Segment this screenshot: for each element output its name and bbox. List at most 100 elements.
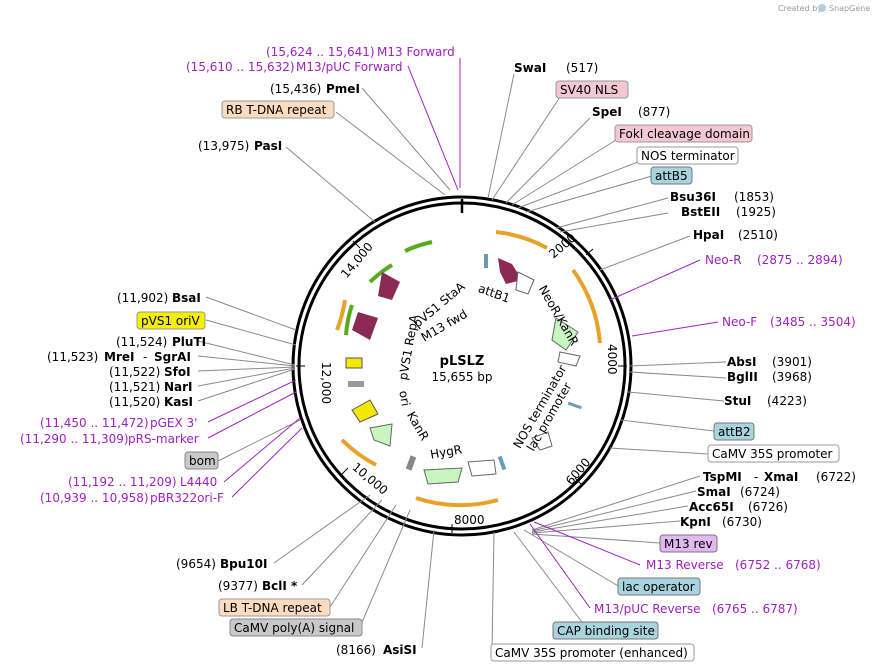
primer-leader-line (609, 259, 701, 301)
label-bcli[interactable]: BclI * (262, 579, 298, 593)
leader-line (335, 111, 446, 196)
label-m13-forward-pos: (15,624 .. 15,641) (266, 45, 375, 59)
label-neo-f-pos: (3485 .. 3504) (770, 315, 856, 329)
inner-label-ori: ori (396, 389, 412, 407)
label-nari[interactable]: NarI (164, 380, 193, 394)
label-bsteii[interactable]: BstEII (681, 205, 720, 219)
box-attb2[interactable] (713, 422, 755, 441)
label-pasi[interactable]: PasI (254, 139, 282, 153)
label-bsu36i-pos: (1853) (734, 190, 774, 204)
label-sfoi[interactable]: SfoI (164, 365, 191, 379)
label-acc65i[interactable]: Acc65I (689, 500, 734, 514)
box-camv-polya[interactable] (229, 618, 363, 637)
label-nos-terminator: NOS terminator (641, 149, 735, 163)
label-sv40-nls: SV40 NLS (560, 83, 618, 97)
leader-line (511, 139, 617, 206)
leader-line (197, 340, 296, 366)
label-bpu10i[interactable]: Bpu10I (220, 557, 267, 571)
box-camv-35s-enhanced[interactable] (490, 643, 695, 662)
leader-line (197, 366, 296, 372)
label-attb2: attB2 (718, 425, 751, 439)
box-foki-cleavage[interactable] (614, 124, 753, 143)
box-m13-rev[interactable] (659, 534, 718, 553)
box-bom[interactable] (184, 451, 219, 470)
leader-line (197, 368, 296, 402)
label-bom: bom (189, 454, 216, 468)
label-pasi-pos: (13,975) (198, 139, 249, 153)
plasmid-size: 15,655 bp (431, 370, 492, 384)
leader-line (609, 447, 709, 455)
label-m13-rev: M13 rev (664, 537, 713, 551)
feature-hygr-arrow (423, 467, 463, 485)
label-pbr322ori-pos: (10,939 .. 10,958) (40, 491, 149, 505)
box-nos-terminator[interactable] (636, 146, 739, 165)
inner-label-pvs1-repa: pVS1 RepA (396, 313, 421, 381)
primer-leader-line (407, 65, 459, 191)
feature-small-arrow (557, 351, 581, 367)
label-stui[interactable]: StuI (724, 394, 751, 408)
leader-line (629, 361, 727, 367)
primer-arc (340, 438, 377, 467)
label-pgex3-pos: (11,450 .. 11,472) (40, 416, 149, 430)
label-pgex3[interactable]: pGEX 3' (150, 416, 197, 430)
label-sgrai[interactable]: SgrAI (154, 350, 191, 364)
tick-mark (352, 240, 361, 249)
label-m13-reverse-pos: (6752 .. 6768) (735, 558, 821, 572)
label-bsteii-pos: (1925) (736, 205, 776, 219)
feature-marker (405, 455, 417, 471)
label-hpai[interactable]: HpaI (693, 228, 724, 242)
label-bsai[interactable]: BsaI (172, 291, 201, 305)
leader-line (217, 419, 301, 462)
tick-mark (574, 477, 583, 486)
box-pvs1-oriv[interactable] (136, 311, 206, 330)
box-lb-tdna-repeat[interactable] (218, 598, 331, 617)
label-m13puc-forward[interactable]: M13/pUC Forward (296, 60, 403, 74)
feature-sv40-fok-arrow (498, 258, 522, 284)
label-asisi[interactable]: AsiSI (383, 643, 417, 657)
label-kasi-pos: (11,520) (109, 395, 160, 409)
box-lac-operator[interactable] (617, 577, 701, 596)
label-swai[interactable]: SwaI (514, 61, 546, 75)
feature-pvs1-oriv (345, 357, 363, 369)
label-hpai-pos: (2510) (738, 228, 778, 242)
label-tspmi[interactable]: TspMI (703, 470, 742, 484)
label-bsu36i[interactable]: Bsu36I (670, 190, 716, 204)
label-kpni[interactable]: KpnI (680, 515, 711, 529)
feature-attb2-marker (567, 401, 582, 410)
box-rb-tdna-repeat[interactable] (221, 100, 335, 119)
leader-line (531, 490, 697, 532)
label-m13-forward[interactable]: M13 Forward (377, 45, 455, 59)
box-attb5[interactable] (650, 166, 693, 185)
label-absi[interactable]: AbsI (727, 355, 756, 369)
label-pmei[interactable]: PmeI (326, 82, 360, 96)
label-mrei[interactable]: MreI (104, 350, 134, 364)
label-neo-r[interactable]: Neo-R (705, 253, 742, 267)
leader-line (491, 96, 561, 201)
label-l4440[interactable]: L4440 (180, 475, 217, 489)
leader-line (273, 494, 371, 564)
leader-line (329, 504, 397, 608)
feature-staa-arrow (378, 272, 400, 300)
box-cap-binding[interactable] (552, 621, 659, 640)
box-camv-35s[interactable] (707, 444, 840, 463)
label-spei[interactable]: SpeI (592, 105, 622, 119)
label-neo-f[interactable]: Neo-F (722, 315, 757, 329)
label-bglii[interactable]: BglII (727, 370, 758, 384)
label-m13-reverse[interactable]: M13 Reverse (646, 558, 724, 572)
label-smai[interactable]: SmaI (697, 485, 731, 499)
label-pbr322ori[interactable]: pBR322ori-F (150, 491, 224, 505)
label-separator: - (754, 470, 758, 484)
label-pluti[interactable]: PluTI (172, 335, 206, 349)
leader-line (619, 419, 715, 432)
leader-line (197, 367, 296, 387)
label-prs-marker[interactable]: pRS-marker (128, 432, 199, 446)
label-m13puc-reverse[interactable]: M13/pUC Reverse (594, 602, 701, 616)
label-kasi[interactable]: KasI (164, 395, 193, 409)
label-asisi-pos: (8166) (336, 643, 376, 657)
label-xmai[interactable]: XmaI (764, 470, 798, 484)
leader-line (301, 499, 383, 586)
leader-line (627, 391, 725, 402)
box-sv40-nls[interactable] (555, 80, 629, 99)
leader-line (487, 73, 515, 199)
label-acc65i-pos: (6726) (748, 500, 788, 514)
